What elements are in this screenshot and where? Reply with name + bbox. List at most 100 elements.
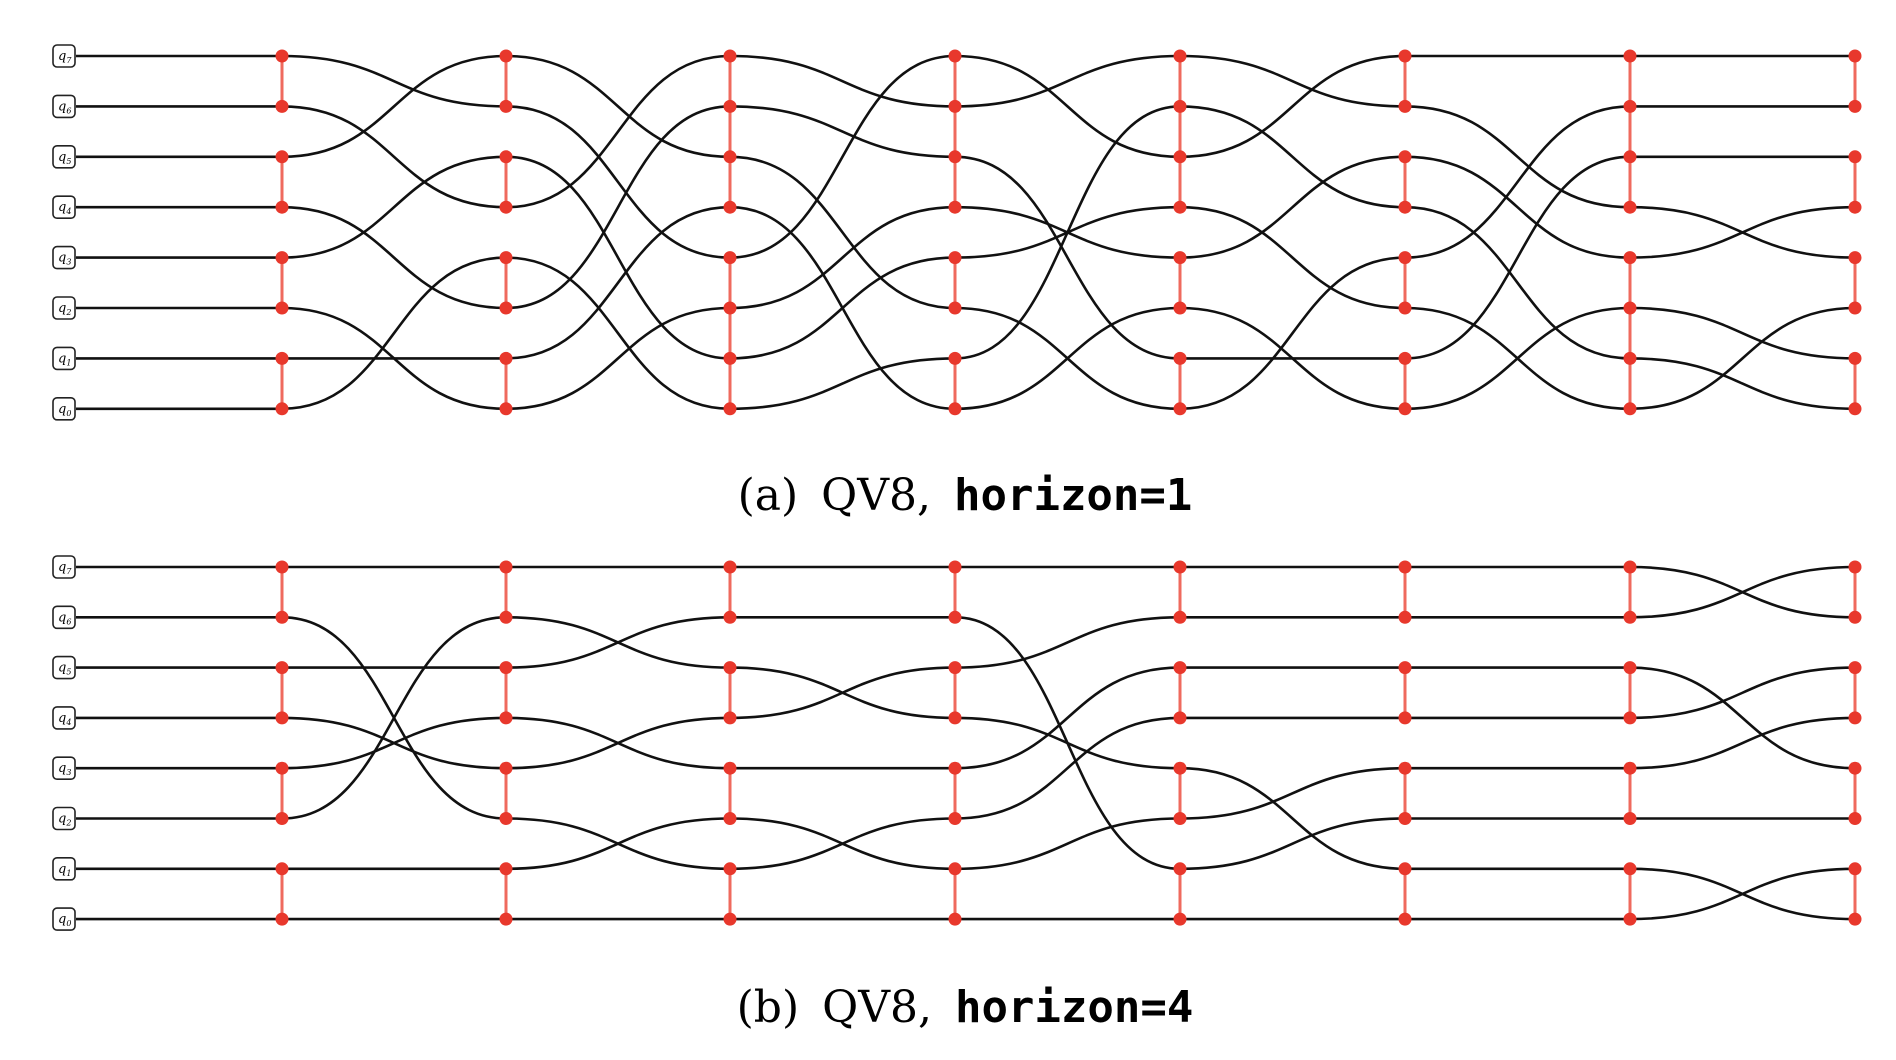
wire-segment	[281, 616, 507, 820]
gate-node	[275, 402, 289, 416]
qubit-label-text: q1	[58, 862, 71, 878]
qubit-label-q3: q3	[52, 756, 76, 781]
qubit-label-q6: q6	[52, 605, 76, 630]
gate-node	[1848, 49, 1862, 63]
gate-node	[1173, 912, 1187, 926]
gate-node	[723, 200, 737, 214]
qubit-label-box	[52, 94, 76, 119]
gate-node	[1848, 560, 1862, 574]
wire-segment	[954, 666, 1181, 770]
wire-segment	[1404, 155, 1631, 259]
gate-node	[1398, 560, 1412, 574]
wire-segment	[1404, 205, 1631, 360]
qubit-label-text: q3	[58, 251, 71, 267]
wire-segment	[281, 205, 507, 310]
qubit-label-base: q	[58, 761, 66, 776]
gate-node	[275, 251, 289, 265]
wire-segment	[1404, 306, 1631, 411]
wire-segment	[505, 205, 731, 360]
qubit-label-q1: q1	[52, 346, 76, 371]
gate-node	[723, 812, 737, 825]
gate-node	[948, 351, 962, 365]
gate-node	[1848, 351, 1862, 365]
wire-segment	[1629, 205, 1856, 259]
gate-node	[1398, 99, 1412, 113]
gate-group	[275, 49, 1862, 416]
wire-segment	[1179, 155, 1406, 259]
qubit-label-box	[52, 907, 76, 931]
qubit-label-text: q0	[58, 912, 71, 928]
qubit-label-q2: q2	[52, 806, 76, 831]
gate-node	[948, 301, 962, 315]
qubit-label-text: q4	[58, 711, 71, 727]
wire-segment	[729, 54, 956, 108]
gate-node	[1623, 251, 1637, 265]
gate-node	[1848, 912, 1862, 926]
gate-node	[723, 251, 737, 265]
wire-segment	[505, 54, 731, 209]
gate-node	[1623, 862, 1637, 876]
caption-b-label: (b)	[737, 982, 800, 1033]
qubit-label-text: q2	[58, 812, 71, 828]
gate-node	[948, 251, 962, 265]
gate-node	[948, 661, 962, 675]
qubit-label-box	[52, 145, 76, 169]
gate-node	[499, 200, 513, 214]
gate-node	[1623, 301, 1637, 315]
qubit-label-base: q	[58, 200, 66, 215]
gate-node	[1398, 251, 1412, 265]
gate-node	[275, 301, 289, 315]
wire-segment	[1629, 565, 1856, 619]
wire-segment	[729, 54, 956, 259]
gate-node	[723, 560, 737, 574]
qubit-label-text: q6	[58, 99, 71, 115]
gate-node	[1398, 862, 1412, 876]
qubit-label-q5: q5	[52, 655, 76, 680]
qubit-label-subscript: 5	[66, 668, 71, 677]
gate-node	[1173, 812, 1187, 825]
wire-segment	[729, 205, 956, 310]
gate-node	[723, 761, 737, 775]
gate-node	[1623, 812, 1637, 825]
qubit-label-subscript: 0	[66, 409, 71, 418]
wire-segment	[729, 357, 956, 411]
wire-segment	[954, 716, 1181, 820]
gate-node	[275, 351, 289, 365]
gate-node	[723, 49, 737, 63]
wire-segment	[954, 817, 1181, 871]
wire-segment	[1179, 205, 1406, 310]
wire-segment	[505, 54, 731, 159]
wire-segment	[505, 306, 731, 411]
wire-segment	[1629, 666, 1856, 720]
caption-b: (b) QV8, horizon=4	[737, 982, 1194, 1033]
qubit-label-base: q	[58, 150, 66, 165]
gate-node	[1173, 761, 1187, 775]
wire-segment	[954, 54, 1181, 159]
qubit-label-box	[52, 605, 76, 630]
gate-node	[948, 560, 962, 574]
gate-node	[275, 812, 289, 825]
wire-segment	[729, 155, 956, 310]
gate-node	[1173, 610, 1187, 624]
wire-segment	[505, 817, 731, 871]
qubit-label-q4: q4	[52, 195, 76, 219]
gate-node	[499, 812, 513, 825]
wire-segment	[729, 666, 956, 720]
qubit-label-q1: q1	[52, 856, 76, 881]
wire-segment	[281, 105, 507, 209]
wire-segment	[954, 54, 1181, 108]
qubit-label-box	[52, 856, 76, 881]
qubit-label-base: q	[58, 402, 66, 417]
gate-node	[1173, 200, 1187, 214]
gate-node	[1623, 711, 1637, 725]
gate-node	[1623, 661, 1637, 675]
wire-segment	[1629, 306, 1856, 360]
gate-node	[1398, 301, 1412, 315]
qubit-label-box	[52, 296, 76, 320]
wire-segment	[1404, 155, 1631, 360]
wire-segment	[281, 54, 507, 108]
gate-node	[1623, 560, 1637, 574]
gate-node	[948, 862, 962, 876]
qubit-label-base: q	[58, 99, 66, 114]
gate-node	[275, 912, 289, 926]
